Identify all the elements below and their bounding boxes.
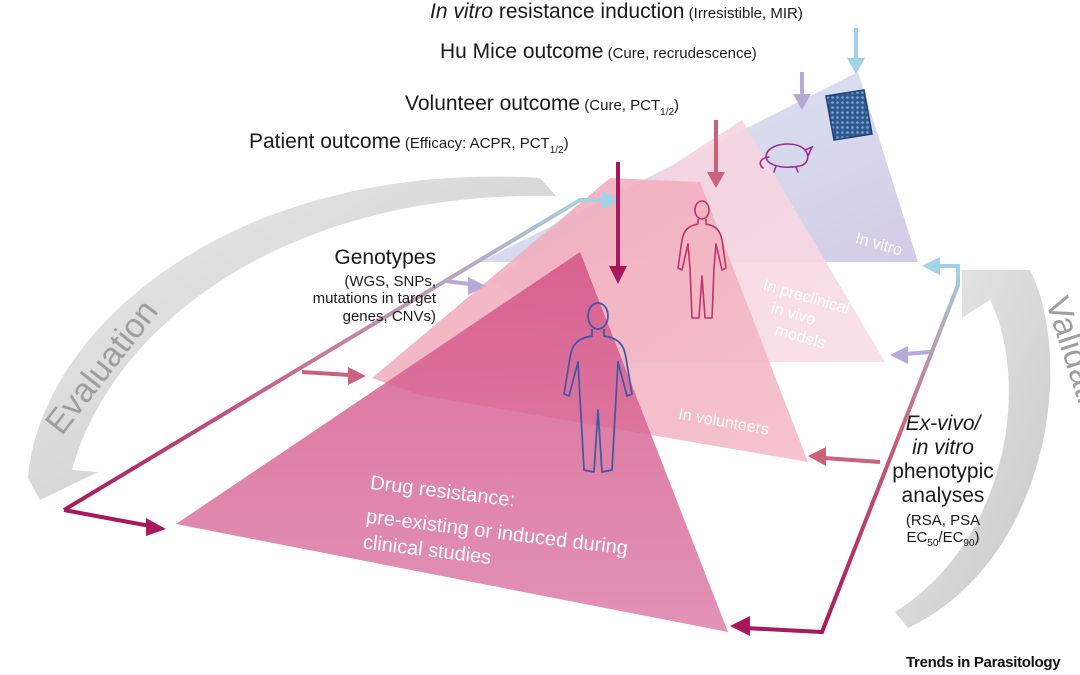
genotypes-block: Genotypes (WGS, SNPs, mutations in targe… (236, 246, 436, 325)
validation-arrow (895, 270, 1051, 628)
left-arrow-to-volunteers (301, 370, 351, 377)
right-arrow-to-drug-resistance (730, 616, 750, 636)
genotypes-line-1: (WGS, SNPs, (344, 273, 436, 291)
volunteer-figure-icon (677, 200, 727, 319)
right-arrow-to-in-vitro (922, 257, 940, 275)
journal-brand: Trends in Parasitology (906, 654, 1061, 671)
patient-down-arrow (609, 266, 627, 284)
phenotypic-line-2: in vitro (912, 436, 974, 460)
genotypes-line-3: genes, CNVs) (342, 307, 436, 325)
mouse-icon (759, 143, 814, 173)
volunteer-outcome-label: Volunteer outcome (Cure, PCT1/2) (405, 92, 680, 119)
phenotypic-line-1: Ex-vivo/ (905, 412, 981, 435)
genotypes-title: Genotypes (334, 246, 436, 269)
patient-outcome-label: Patient outcome (Efficacy: ACPR, PCT1/2) (249, 130, 569, 157)
phenotypic-ec-line: EC50/EC90) (906, 528, 980, 549)
phenotypic-line-4: analyses (901, 484, 985, 508)
evaluation-arrow (28, 176, 556, 500)
genotypes-line-2: mutations in target (312, 290, 436, 308)
right-arrow-to-volunteers (808, 447, 826, 466)
right-arrow-to-preclinical (890, 346, 908, 364)
layer-drug-resistance (176, 252, 728, 632)
right-feedback-line (744, 264, 960, 635)
phenotypic-block: Ex-vivo/ in vitro phenotypic analyses (R… (848, 412, 1038, 549)
left-arrow-to-preclinical (444, 279, 471, 286)
left-feedback-line (62, 198, 605, 512)
left-arrow-to-in-vitro (602, 191, 620, 209)
phenotypic-line-5: (RSA, PSA (905, 511, 981, 529)
left-arrow-to-drug-resistance (63, 508, 151, 528)
patient-figure-icon (563, 302, 633, 473)
hu-mice-down-arrow (793, 94, 811, 110)
microplate-icon (825, 89, 873, 141)
hu-mice-label: Hu Mice outcome (Cure, recrudescence) (440, 40, 757, 63)
phenotypic-line-3: phenotypic (892, 460, 994, 484)
volunteer-down-arrow (707, 172, 725, 188)
in-vitro-down-arrow (847, 58, 865, 74)
in-vitro-label: In vitro resistance induction (Irresisti… (430, 0, 803, 23)
